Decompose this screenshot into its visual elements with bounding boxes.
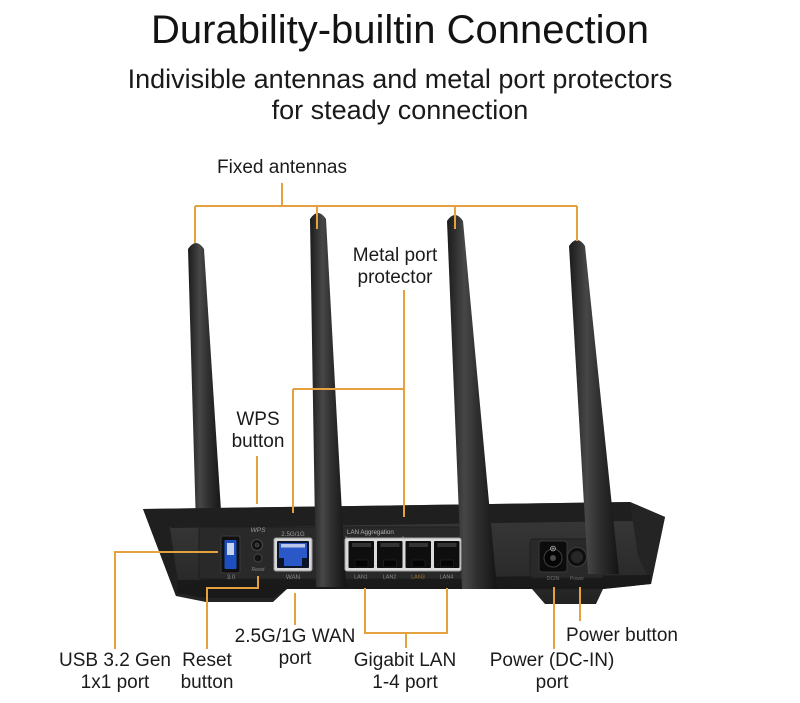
lan2-label: LAN2 [383,575,397,581]
label-power-button: Power button [566,625,678,646]
label-metal-port-protector: Metal port protector [352,245,438,288]
lan1-label: LAN1 [354,575,368,581]
page-subtitle: Indivisible antennas and metal port prot… [0,64,800,126]
label-wan-port: 2.5G/1G WAN port [234,626,356,669]
label-fixed-antennas: Fixed antennas [217,157,347,178]
wan-port-device: 2.5G/1G WAN [273,531,313,581]
subtitle-line-1: Indivisible antennas and metal port prot… [127,64,673,94]
power-label: Power [570,576,585,582]
lan-aggregation-label: LAN Aggregation [347,529,394,536]
dcin-label: DCIN [547,576,560,582]
antenna-4 [569,240,619,574]
antenna-2 [310,213,346,587]
reset-label: Reset [251,567,265,573]
callout-line-fixed-antennas [194,183,578,243]
lan3-label: LAN3 [411,575,425,581]
wan-top-label: 2.5G/1G [281,531,305,538]
label-gigabit-lan: Gigabit LAN 1-4 port [353,650,457,693]
lan4-label: LAN4 [440,575,454,581]
label-power-dcin: Power (DC-IN) port [489,650,615,693]
label-reset-button: Reset button [180,650,234,693]
power-button-device: Power [567,547,587,582]
page-title: Durability-builtin Connection [150,8,650,52]
wan-bottom-label: WAN [286,574,300,581]
wps-button-device: WPS [251,527,266,551]
reset-button-device: Reset [251,553,265,573]
dc-in-port-device: DCIN [538,540,568,582]
usb-port-label: 3.0 [227,575,236,581]
usb-port: 3.0 [220,535,241,581]
antenna-3 [447,215,497,589]
label-wps-button: WPS button [231,409,285,452]
label-usb-port: USB 3.2 Gen 1x1 port [59,650,171,693]
wps-label: WPS [251,527,266,534]
callout-line-reset-button [206,576,259,649]
lan-ports: LAN Aggregation LAN1 LAN2 LAN3 LAN4 [344,529,462,581]
callout-line-metal-port-protector [292,290,405,517]
antenna-1 [188,243,222,526]
callout-line-gigabit-lan [364,588,448,648]
subtitle-line-2: for steady connection [271,95,529,125]
callout-line-usb-port [114,551,218,649]
